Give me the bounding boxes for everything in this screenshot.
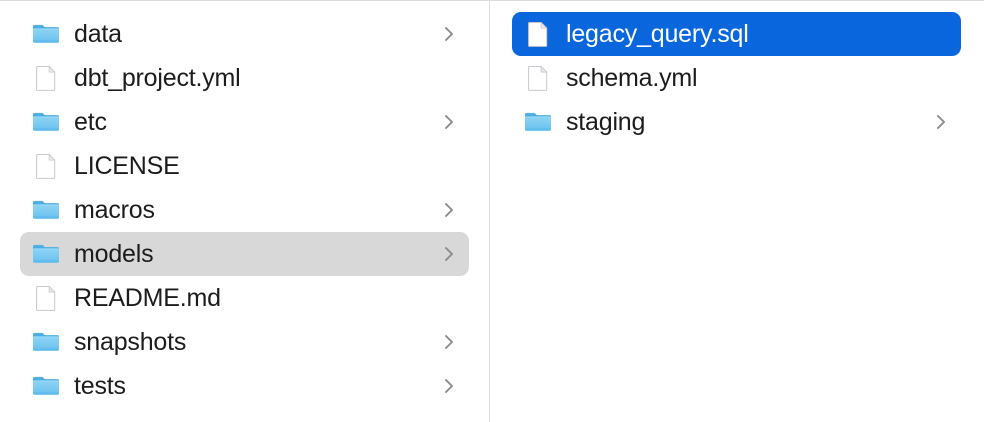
file-row[interactable]: README.md [20,276,469,320]
file-row[interactable]: schema.yml [512,56,961,100]
file-row-label: README.md [74,283,221,312]
document-icon [31,283,61,313]
file-row[interactable]: models [20,232,469,276]
file-row-label: schema.yml [566,63,698,92]
file-row[interactable]: data [20,12,469,56]
file-row-label: data [74,19,122,48]
file-row[interactable]: tests [20,364,469,408]
file-row-label: LICENSE [74,151,180,180]
file-row[interactable]: etc [20,100,469,144]
folder-icon [31,239,61,269]
file-row[interactable]: snapshots [20,320,469,364]
chevron-right-icon[interactable] [935,112,947,132]
document-icon [523,19,553,49]
folder-icon [31,107,61,137]
file-row[interactable]: staging [512,100,961,144]
file-row[interactable]: legacy_query.sql [512,12,961,56]
file-row[interactable]: LICENSE [20,144,469,188]
folder-icon [31,19,61,49]
folder-icon [31,327,61,357]
file-row-label: staging [566,107,646,136]
file-row-label: macros [74,195,155,224]
file-row[interactable]: macros [20,188,469,232]
chevron-right-icon[interactable] [443,200,455,220]
file-row-label: models [74,239,154,268]
document-icon [523,63,553,93]
folder-icon [523,107,553,137]
file-row-label: dbt_project.yml [74,63,241,92]
chevron-right-icon[interactable] [443,332,455,352]
chevron-right-icon[interactable] [443,376,455,396]
document-icon [31,63,61,93]
file-row-label: legacy_query.sql [566,19,749,48]
chevron-right-icon[interactable] [443,244,455,264]
file-row[interactable]: dbt_project.yml [20,56,469,100]
column-child[interactable]: legacy_query.sql schema.yml staging [490,1,983,422]
file-row-label: etc [74,107,107,136]
file-row-label: tests [74,371,126,400]
folder-icon [31,195,61,225]
chevron-right-icon[interactable] [443,112,455,132]
chevron-right-icon[interactable] [443,24,455,44]
folder-icon [31,371,61,401]
file-row-label: snapshots [74,327,187,356]
document-icon [31,151,61,181]
